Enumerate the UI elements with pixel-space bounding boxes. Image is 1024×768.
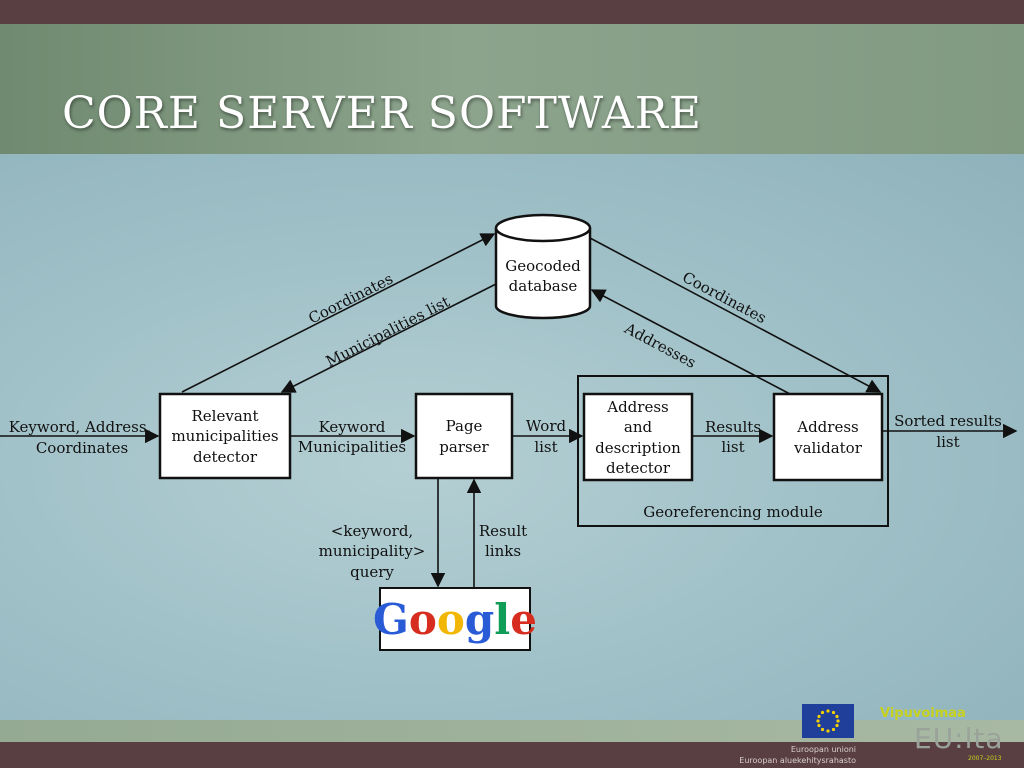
word-list-line2: list (534, 438, 557, 456)
query-label-line3: query (350, 563, 394, 581)
database-label-line1: Geocoded (505, 257, 581, 275)
keyword-label-line1: Keyword (319, 418, 386, 436)
eu-text: Euroopan unioni Euroopan aluekehitysraha… (724, 744, 856, 766)
address-description-box (582, 392, 694, 482)
word-list-line1: Word (526, 417, 567, 435)
coordinates-right-label: Coordinates (679, 268, 769, 327)
relevant-line1: Relevant (192, 407, 259, 425)
sorted-label-line1: Sorted results (894, 412, 1002, 430)
coordinates-right-arrow (589, 237, 882, 393)
result-links-line2: links (485, 542, 521, 560)
geocoded-database: Geocoded database (494, 213, 592, 320)
input-label-line2: Coordinates (36, 439, 128, 457)
result-links-line1: Result (479, 522, 527, 540)
validator-line2: validator (793, 439, 863, 457)
bottom-bar (0, 742, 1024, 768)
addr-desc-line2: and (624, 418, 653, 436)
page-parser-line1: Page (446, 417, 483, 435)
coordinates-left-label: Coordinates (306, 270, 396, 328)
addresses-arrow (590, 289, 791, 395)
page-parser-box (414, 392, 514, 480)
eu-flag-icon (802, 704, 854, 738)
query-label-line2: municipality> (319, 542, 426, 560)
results-list-line2: list (721, 438, 744, 456)
google-logo: Google (373, 595, 537, 644)
address-validator-box (772, 392, 884, 482)
municipalities-list-arrow (280, 283, 497, 393)
addr-desc-line3: description (595, 439, 681, 457)
sorted-label-line2: list (936, 433, 959, 451)
module-label: Georeferencing module (643, 503, 823, 521)
vipuvoimaa-years: 2007–2013 (968, 755, 1002, 762)
coordinates-left-arrow (181, 233, 496, 393)
eu-text-line2: Euroopan aluekehitysrahasto (739, 756, 856, 765)
results-list-line1: Results (705, 418, 761, 436)
title-band (0, 24, 1024, 154)
vipuvoimaa-title: Vipuvoimaa (880, 706, 966, 721)
query-label-line1: <keyword, (331, 522, 413, 540)
footer-band (0, 720, 1024, 742)
page-parser-line2: parser (439, 438, 489, 456)
addr-desc-line1: Address (606, 398, 668, 416)
input-label-line1: Keyword, Address, (9, 418, 152, 436)
keyword-label-line2: Municipalities (298, 438, 406, 456)
addresses-label: Addresses (621, 319, 699, 372)
georeferencing-module-frame (577, 375, 889, 527)
eu-text-line1: Euroopan unioni (790, 745, 856, 754)
database-label-line2: database (509, 277, 578, 295)
relevant-line3: detector (193, 448, 258, 466)
relevant-line2: municipalities (171, 427, 278, 445)
vipuvoimaa-eu: EU:lta (914, 722, 1004, 755)
google-logo-box (379, 587, 531, 651)
top-bar (0, 0, 1024, 24)
validator-line1: Address (796, 418, 858, 436)
slide-title: CORE SERVER SOFTWARE (62, 88, 702, 139)
addr-desc-line4: detector (606, 459, 671, 477)
